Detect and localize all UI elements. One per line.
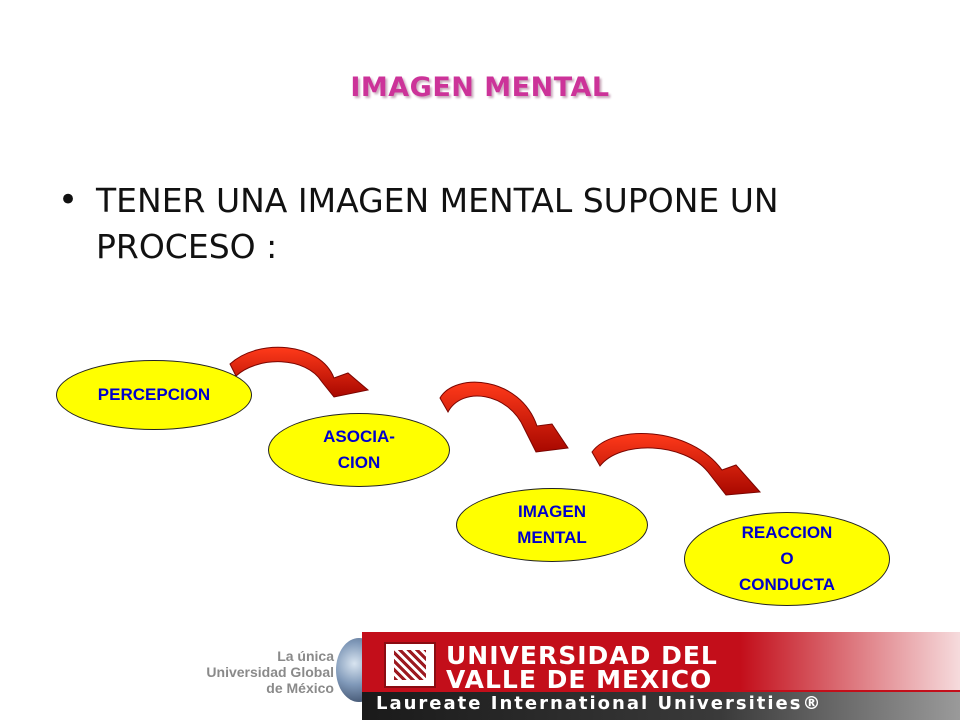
university-name-line1: UNIVERSIDAD DEL: [446, 641, 718, 670]
step-reaccion-conducta: REACCION O CONDUCTA: [684, 512, 890, 606]
step-asociacion: ASOCIA- CION: [268, 413, 450, 487]
step-label-line1: IMAGEN: [518, 502, 586, 521]
university-crest-icon: [384, 642, 436, 688]
curved-arrow-1: [229, 346, 370, 398]
step-label-line3: CONDUCTA: [738, 575, 835, 594]
step-label-line2: MENTAL: [517, 528, 587, 547]
crest-pattern: [394, 650, 426, 680]
step-percepcion: PERCEPCION: [56, 360, 252, 430]
tagline-line1: La única: [277, 648, 334, 664]
bullet-dot: •: [58, 180, 79, 220]
slide-title: IMAGEN MENTAL: [350, 72, 610, 103]
laureate-bar: [362, 692, 960, 720]
footer-tagline: La única Universidad Global de México: [206, 648, 334, 696]
banner-fade: [740, 632, 960, 690]
laureate-label: Laureate International Universities®: [376, 693, 823, 714]
bullet-text: TENER UNA IMAGEN MENTAL SUPONE UN PROCES…: [96, 181, 779, 266]
step-label-line1: ASOCIA-: [323, 427, 395, 446]
curved-arrow-3: [591, 433, 762, 496]
step-label-line2: CION: [337, 453, 381, 472]
bullet-item: • TENER UNA IMAGEN MENTAL SUPONE UN PROC…: [58, 178, 918, 270]
curved-arrow-2: [439, 381, 569, 453]
step-imagen-mental: IMAGEN MENTAL: [456, 488, 648, 562]
step-label-line1: PERCEPCION: [97, 385, 211, 404]
step-label-line2: O: [780, 549, 794, 568]
tagline-line2: Universidad Global: [206, 664, 334, 680]
university-name-line2: VALLE DE MEXICO: [446, 665, 713, 694]
step-label-line1: REACCION: [741, 523, 833, 542]
tagline-line3: de México: [266, 680, 334, 696]
